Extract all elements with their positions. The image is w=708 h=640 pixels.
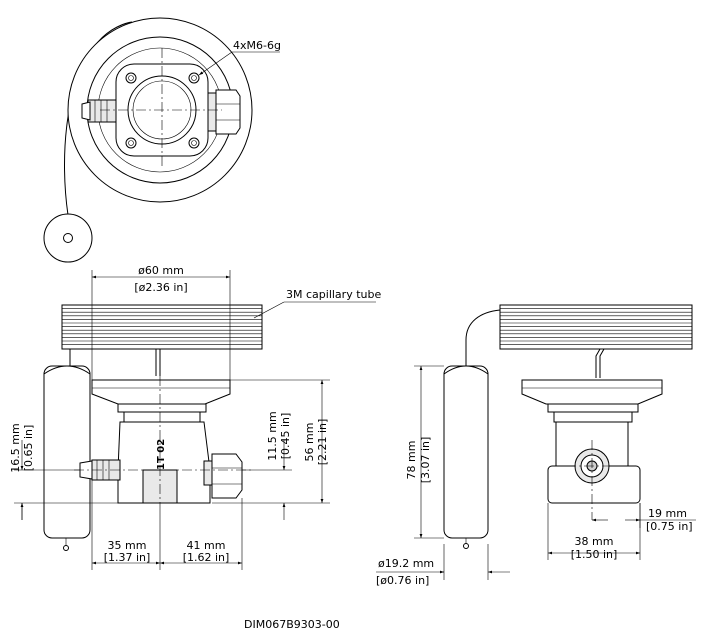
dim-41-in: [1.62 in] xyxy=(183,551,230,564)
dim-35-mm: 35 mm xyxy=(108,539,147,552)
dim-78-in: [3.07 in] xyxy=(419,437,432,484)
dim-35-in: [1.37 in] xyxy=(104,551,151,564)
dim-11-5-in: [0.45 in] xyxy=(279,413,292,460)
dim-16-5-in: [0.65 in] xyxy=(22,425,35,472)
dim-16-5-mm: 16.5 mm xyxy=(9,423,22,472)
front-view: 3M capillary tube 1T 02 xyxy=(9,264,381,570)
capillary-coil-side xyxy=(499,304,693,350)
bulb-top-view xyxy=(43,213,93,263)
element-head-side xyxy=(521,379,663,405)
dim-38-in: [1.50 in] xyxy=(571,548,618,561)
side-view: 78 mm [3.07 in] ø19.2 mm [ø0.76 in] 38 m… xyxy=(376,304,696,587)
bulb-side xyxy=(443,365,489,539)
dim-56-in: [2.21 in] xyxy=(316,419,329,466)
dim-19-in: [0.75 in] xyxy=(646,520,693,533)
bulb xyxy=(43,365,91,539)
capillary-coil xyxy=(61,304,263,350)
capillary-label: 3M capillary tube xyxy=(286,288,381,301)
outlet-nut xyxy=(215,89,241,135)
dim-diameter-mm: ø60 mm xyxy=(138,264,184,277)
dim-19-mm: 19 mm xyxy=(648,507,687,520)
dim-19-2-mm: ø19.2 mm xyxy=(378,557,434,570)
element-head xyxy=(91,379,231,405)
dim-56-mm: 56 mm xyxy=(303,423,316,462)
drawing-code: DIM067B9303-00 xyxy=(244,618,340,631)
dim-78-mm: 78 mm xyxy=(405,441,418,480)
body-marking: 1T 02 xyxy=(156,439,167,470)
dim-19-2-in: [ø0.76 in] xyxy=(376,574,429,587)
outlet-nut-front xyxy=(211,453,243,499)
dim-38-mm: 38 mm xyxy=(575,535,614,548)
thread-label: 4xM6-6g xyxy=(233,39,281,52)
dim-41-mm: 41 mm xyxy=(187,539,226,552)
dim-11-5-mm: 11.5 mm xyxy=(266,411,279,460)
bolt-holes xyxy=(125,72,200,149)
top-view: 4xM6-6g xyxy=(43,17,281,263)
dim-diameter-in: [ø2.36 in] xyxy=(134,281,187,294)
